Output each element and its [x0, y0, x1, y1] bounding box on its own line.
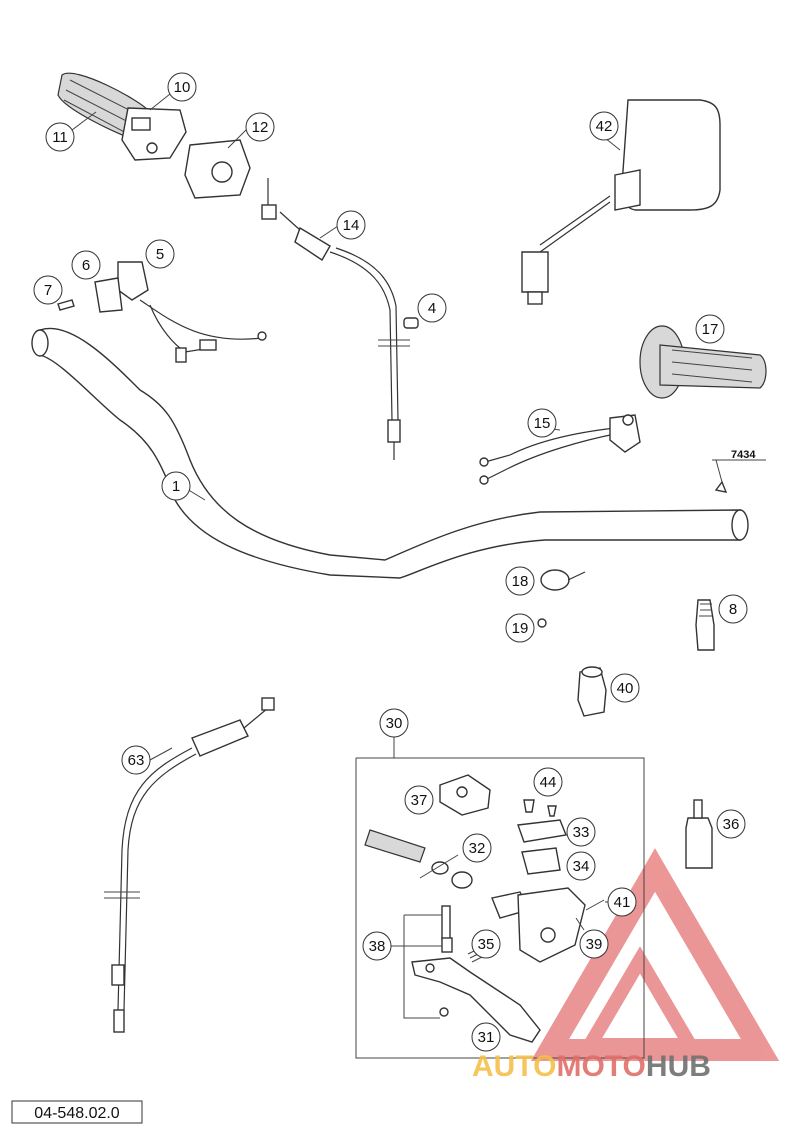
svg-text:35: 35: [478, 936, 495, 953]
svg-text:33: 33: [573, 824, 590, 841]
callout-11: 11: [45, 122, 75, 152]
bar-end-cap-part: [714, 480, 728, 493]
callout-17: 17: [695, 314, 725, 344]
svg-text:42: 42: [596, 118, 613, 135]
callout-12: 12: [245, 112, 275, 142]
svg-text:44: 44: [540, 774, 557, 791]
clamp-part: [577, 666, 607, 717]
throttle-housing-part: [121, 107, 187, 161]
svg-text:36: 36: [723, 816, 740, 833]
callout-4: 4: [417, 293, 447, 323]
clutch-gasket-part: [521, 847, 561, 875]
hydraulic-oil-part: [685, 799, 713, 869]
clutch-lever-part: [411, 957, 541, 1043]
handlebar-part: [31, 327, 749, 579]
callout-15: 15: [527, 408, 557, 438]
throttle-cable-part: [261, 178, 410, 460]
svg-text:32: 32: [469, 840, 486, 857]
svg-text:4: 4: [428, 300, 436, 317]
callout-44: 44: [533, 767, 563, 797]
nut-part: [537, 618, 547, 628]
svg-text:19: 19: [512, 620, 529, 637]
svg-text:14: 14: [343, 217, 360, 234]
callout-39: 39: [579, 929, 609, 959]
callout-30: 30: [379, 708, 409, 738]
mirror-part: [521, 99, 721, 305]
clutch-assembly-frame: [355, 737, 645, 1059]
callout-37: 37: [404, 785, 434, 815]
callout-63: 63: [121, 745, 151, 775]
svg-text:7: 7: [44, 282, 52, 299]
svg-text:39: 39: [586, 936, 603, 953]
callout-8: 8: [718, 594, 748, 624]
svg-text:17: 17: [702, 321, 719, 338]
callout-34: 34: [566, 851, 596, 881]
leader-38: [390, 914, 442, 1019]
svg-text:41: 41: [614, 894, 631, 911]
svg-text:1: 1: [172, 478, 180, 495]
callout-40: 40: [610, 673, 640, 703]
front-brake-switch-part: [479, 414, 641, 485]
callout-42: 42: [589, 111, 619, 141]
svg-text:11: 11: [52, 129, 68, 146]
callout-7: 7: [33, 275, 63, 305]
callout-19: 19: [505, 613, 535, 643]
callout-5: 5: [145, 239, 175, 269]
callout-41: 41: [607, 887, 637, 917]
callout-14: 14: [336, 210, 366, 240]
svg-text:5: 5: [156, 246, 164, 263]
clutch-master-cylinder-part: [491, 887, 605, 963]
svg-text:6: 6: [82, 257, 90, 274]
svg-text:38: 38: [369, 938, 386, 955]
watermark-triangle: [530, 848, 780, 1061]
callout-31: 31: [471, 1022, 501, 1052]
callout-18: 18: [505, 566, 535, 596]
grip-glue-part: [695, 599, 715, 651]
clutch-cable-part: [104, 697, 275, 1033]
watermark-text: AUTOMOTOHUB: [472, 1050, 711, 1083]
kill-switch-part: [57, 261, 267, 363]
callout-36: 36: [716, 809, 746, 839]
throttle-cover-part: [184, 139, 251, 199]
svg-text:31: 31: [478, 1029, 495, 1046]
svg-text:30: 30: [386, 715, 403, 732]
svg-text:18: 18: [512, 573, 529, 590]
clutch-bracket-part: [439, 774, 491, 816]
svg-text:15: 15: [534, 415, 551, 432]
callout-1: 1: [161, 471, 191, 501]
callout-35: 35: [471, 929, 501, 959]
clutch-screw-part: [523, 799, 557, 817]
callout-32: 32: [462, 833, 492, 863]
reference-label: 7434: [731, 449, 756, 461]
document-number: 04-548.02.0: [11, 1100, 143, 1124]
svg-text:8: 8: [729, 601, 737, 618]
callout-38: 38: [362, 931, 392, 961]
svg-text:10: 10: [174, 79, 191, 96]
svg-text:63: 63: [128, 752, 145, 769]
clutch-cover-part: [517, 819, 567, 843]
svg-text:40: 40: [617, 680, 634, 697]
svg-text:34: 34: [573, 858, 590, 875]
cable-tie-part: [540, 569, 586, 591]
svg-text:12: 12: [252, 119, 269, 136]
right-grip-part: [639, 325, 767, 399]
callout-6: 6: [71, 250, 101, 280]
callout-33: 33: [566, 817, 596, 847]
svg-text:04-548.02.0: 04-548.02.0: [34, 1105, 120, 1122]
svg-text:37: 37: [411, 792, 428, 809]
cable-nut-part: [403, 317, 419, 329]
clutch-piston-part: [364, 829, 473, 889]
clutch-pin-part: [441, 905, 453, 953]
callout-10: 10: [167, 72, 197, 102]
